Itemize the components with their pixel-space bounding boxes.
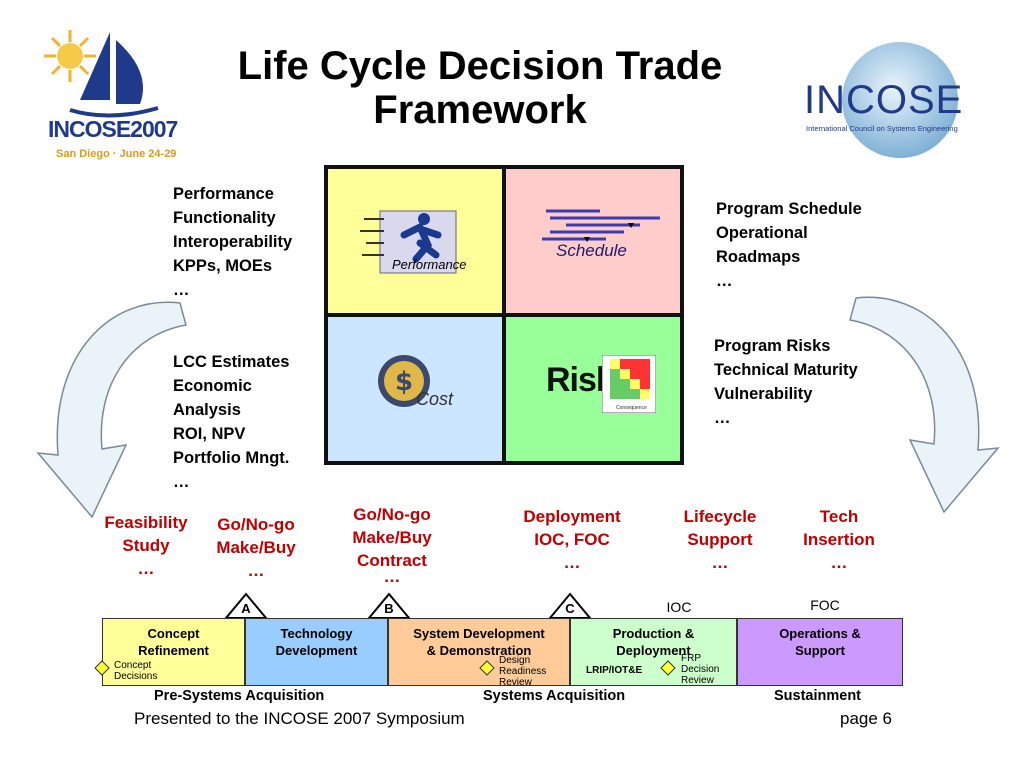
quadrant-risk: Risk Consequence bbox=[504, 315, 682, 463]
list-item: ROI, NPV bbox=[173, 425, 246, 443]
acquisition-phase-bar: Concept Refinement Technology Developmen… bbox=[94, 618, 903, 688]
quadrant-schedule-label: Schedule bbox=[556, 241, 627, 260]
milestone-c-label: C bbox=[565, 601, 575, 616]
list-item: Analysis bbox=[173, 401, 241, 419]
performance-attributes-list: Performance Functionality Interoperabili… bbox=[173, 182, 292, 302]
milestone-ioc-label: IOC bbox=[666, 599, 692, 615]
schedule-attributes-list: Program Schedule Operational Roadmaps … bbox=[716, 197, 862, 293]
sustainment-label: Sustainment bbox=[774, 688, 862, 704]
quadrant-cost-label: Cost bbox=[416, 389, 454, 409]
list-item: Operational bbox=[716, 224, 808, 242]
concept-decisions-note: Concept Decisions bbox=[114, 660, 158, 682]
decision-technology: Go/No-go Make/Buy … bbox=[216, 515, 296, 580]
list-item: Roadmaps bbox=[716, 248, 801, 266]
trade-framework-grid: Performance Schedule $ Cost Risk bbox=[324, 165, 684, 465]
quadrant-performance: Performance bbox=[326, 167, 504, 315]
risk-matrix-icon bbox=[602, 355, 656, 413]
lrip-note: LRIP/IOT&E bbox=[586, 665, 643, 676]
dollar-coin-icon: $ bbox=[378, 355, 430, 407]
decision-deployment: Deployment IOC, FOC … bbox=[523, 507, 621, 572]
footer-page-number: page 6 bbox=[840, 709, 892, 728]
list-item: Vulnerability bbox=[714, 385, 813, 403]
decision-system-development: Go/No-go Make/Buy Contract … bbox=[352, 505, 432, 586]
list-item: KPPs, MOEs bbox=[173, 257, 273, 275]
list-item: Functionality bbox=[173, 209, 276, 227]
quadrant-cost: $ Cost bbox=[326, 315, 504, 463]
slide-title: Life Cycle Decision Trade Framework bbox=[237, 44, 723, 132]
risk-matrix-axis-label: Consequence bbox=[616, 405, 647, 411]
pre-systems-acquisition-label: Pre-Systems Acquisition bbox=[154, 688, 325, 704]
phase-operations-support: Operations & Support bbox=[737, 618, 903, 686]
incose-logo: INCOSE International Council on Systems … bbox=[790, 40, 990, 160]
footer-presenter: Presented to the INCOSE 2007 Symposium bbox=[134, 709, 465, 728]
phase-concept-refinement: Concept Refinement bbox=[102, 618, 245, 686]
quadrant-performance-label: Performance bbox=[392, 257, 467, 272]
sailboat-sun-icon bbox=[44, 30, 159, 118]
list-item: Economic bbox=[173, 377, 252, 395]
frp-decision-review-note: FRP Decision Review bbox=[681, 653, 720, 686]
incose-2007-logo: INCOSE2007 San Diego · June 24-29 bbox=[40, 22, 180, 172]
quadrant-schedule: Schedule bbox=[504, 167, 682, 315]
concept-decision-diamond-icon bbox=[94, 660, 110, 676]
globe-icon bbox=[842, 42, 958, 158]
list-item: Technical Maturity bbox=[714, 361, 858, 379]
frp-review-diamond-icon bbox=[660, 660, 676, 676]
list-item: Interoperability bbox=[173, 233, 293, 251]
decision-tech-insertion: Tech Insertion … bbox=[803, 507, 875, 572]
milestone-a-label: A bbox=[241, 601, 251, 616]
cost-attributes-list: LCC Estimates Economic Analysis ROI, NPV… bbox=[173, 350, 289, 494]
list-item: … bbox=[173, 281, 190, 299]
list-item: … bbox=[716, 272, 733, 290]
milestone-foc-label: FOC bbox=[810, 597, 840, 613]
list-item: … bbox=[173, 473, 190, 491]
list-item: Program Schedule bbox=[716, 200, 862, 218]
curved-arrow-right-icon bbox=[849, 296, 1000, 514]
decision-feasibility: Feasibility Study … bbox=[104, 513, 188, 578]
decision-lifecycle: Lifecycle Support … bbox=[683, 507, 757, 572]
incose-logo-subtitle: International Council on Systems Enginee… bbox=[806, 124, 958, 133]
design-review-diamond-icon bbox=[479, 660, 495, 676]
list-item: Portfolio Mngt. bbox=[173, 449, 290, 467]
curved-arrow-left-icon bbox=[36, 301, 187, 519]
incose-2007-logo-text: INCOSE2007 bbox=[48, 116, 178, 142]
systems-acquisition-label: Systems Acquisition bbox=[483, 688, 626, 704]
phase-production-deployment: Production & Deployment bbox=[570, 618, 737, 686]
incose-logo-text: INCOSE bbox=[804, 78, 964, 122]
runner-icon bbox=[360, 210, 457, 274]
design-readiness-review-note: Design Readiness Review bbox=[499, 655, 547, 688]
phase-system-development: System Development & Demonstration bbox=[388, 618, 570, 686]
phase-technology-development: Technology Development bbox=[245, 618, 388, 686]
list-item: LCC Estimates bbox=[173, 353, 290, 371]
list-item: Performance bbox=[173, 185, 274, 203]
svg-text:$: $ bbox=[395, 367, 413, 397]
risk-attributes-list: Program Risks Technical Maturity Vulnera… bbox=[714, 334, 858, 430]
milestone-b-label: B bbox=[384, 601, 394, 616]
gantt-chart-icon bbox=[542, 209, 660, 242]
list-item: … bbox=[714, 409, 731, 427]
incose-2007-location: San Diego · June 24-29 bbox=[56, 148, 177, 160]
list-item: Program Risks bbox=[714, 337, 831, 355]
